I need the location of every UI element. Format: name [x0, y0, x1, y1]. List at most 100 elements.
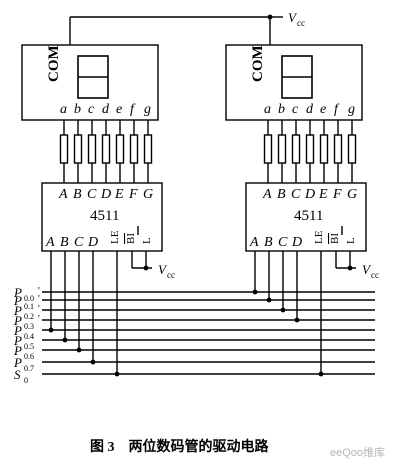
junction-dot	[267, 14, 273, 20]
vcc-sub-chip: cc	[167, 270, 175, 280]
vcc-label-top: V	[288, 10, 298, 25]
chip-input-D: D	[291, 235, 302, 250]
port-pin-sub: 0.4	[24, 332, 34, 341]
driver-4511-chip	[41, 182, 163, 252]
resistor	[101, 134, 111, 164]
port-pin-name: P	[13, 285, 22, 300]
segment-label-b: b	[278, 102, 285, 117]
junction-dot	[280, 307, 286, 313]
segment-label-b: b	[74, 102, 81, 117]
resistor	[333, 134, 343, 164]
chip-le-label: LE	[313, 230, 325, 244]
junction-dot	[294, 317, 300, 323]
port-pin-sub: 0.6	[24, 352, 34, 361]
segment-label-f: f	[334, 102, 340, 117]
chip-output-D: D	[100, 187, 111, 202]
junction-dot	[318, 371, 324, 377]
port-pin-sub: 0	[24, 376, 28, 385]
watermark-text: eeQoo维库	[330, 446, 385, 459]
segment-label-f: f	[130, 102, 136, 117]
segment-label-g: g	[144, 102, 151, 117]
segment-label-e: e	[320, 102, 326, 117]
junction-dot	[252, 289, 258, 295]
segment-label-c: c	[292, 102, 299, 117]
chip-output-D: D	[304, 187, 315, 202]
chip-name: 4511	[90, 208, 119, 224]
chip-le-label: LE	[109, 230, 121, 244]
port-pin-sub: 0.2	[24, 312, 34, 321]
chip-input-B: B	[60, 235, 69, 250]
segment-label-d: d	[306, 102, 314, 117]
chip-output-E: E	[114, 187, 124, 202]
junction-dot	[266, 297, 272, 303]
junction-dot	[347, 265, 353, 271]
resistor	[277, 134, 287, 164]
figure-caption: 图 3 两位数码管的驱动电路	[90, 438, 269, 455]
port-pin-sub: 0.0	[24, 294, 34, 303]
vcc-sub-top: cc	[297, 18, 305, 28]
chip-bi-label: BI	[329, 233, 341, 244]
resistor	[73, 134, 83, 164]
vcc-sub-chip: cc	[371, 270, 379, 280]
resistor	[143, 134, 153, 164]
chip-output-C: C	[291, 187, 301, 202]
seven-segment-display	[21, 44, 159, 121]
port-pin-name: P	[13, 293, 22, 308]
display-com-label: COM	[250, 45, 266, 82]
chip-input-C: C	[74, 235, 84, 250]
resistor	[129, 134, 139, 164]
port-pin-name: P	[13, 333, 22, 348]
port-pin-name: P	[13, 323, 22, 338]
chip-lt-label: L	[345, 237, 357, 244]
port-pin-name: P	[13, 355, 22, 370]
chip-name: 4511	[294, 208, 323, 224]
port-pin-sub: 0.1	[24, 302, 34, 311]
segment-label-a: a	[60, 102, 67, 117]
chip-output-G: G	[347, 187, 357, 202]
junction-dot	[90, 359, 96, 365]
junction-dot	[48, 327, 54, 333]
chip-lt-label: L	[141, 237, 153, 244]
resistor	[291, 134, 301, 164]
resistor	[305, 134, 315, 164]
seven-segment-display	[225, 44, 363, 121]
segment-label-c: c	[88, 102, 95, 117]
port-pin-mark: '	[38, 314, 40, 325]
port-pin-name: P	[13, 313, 22, 328]
resistor	[347, 134, 357, 164]
vcc-label-chip: V	[158, 262, 168, 277]
segment-label-g: g	[348, 102, 355, 117]
port-pin-sub: 0.7	[24, 364, 34, 373]
resistor	[59, 134, 69, 164]
port-pin-mark: '	[38, 294, 40, 305]
display-com-label: COM	[46, 45, 62, 82]
port-pin-sub: 0.3	[24, 322, 34, 331]
port-pin-name: P	[13, 343, 22, 358]
junction-dot	[62, 337, 68, 343]
chip-output-E: E	[318, 187, 328, 202]
chip-output-B: B	[277, 187, 286, 202]
port-pin-sub: 0.5	[24, 342, 34, 351]
junction-dot	[76, 347, 82, 353]
segment-label-a: a	[264, 102, 271, 117]
driver-4511-chip	[245, 182, 367, 252]
chip-output-B: B	[73, 187, 82, 202]
resistor	[87, 134, 97, 164]
chip-bi-label: BI	[125, 233, 137, 244]
components	[21, 14, 367, 377]
chip-input-B: B	[264, 235, 273, 250]
chip-input-A: A	[249, 235, 259, 250]
chip-output-G: G	[143, 187, 153, 202]
junction-dot	[114, 371, 120, 377]
port-pin-name: P	[13, 303, 22, 318]
resistor	[115, 134, 125, 164]
junction-dot	[143, 265, 149, 271]
chip-output-A: A	[262, 187, 272, 202]
vcc-label-chip: V	[362, 262, 372, 277]
chip-input-C: C	[278, 235, 288, 250]
chip-input-D: D	[87, 235, 98, 250]
resistor	[319, 134, 329, 164]
segment-label-d: d	[102, 102, 110, 117]
